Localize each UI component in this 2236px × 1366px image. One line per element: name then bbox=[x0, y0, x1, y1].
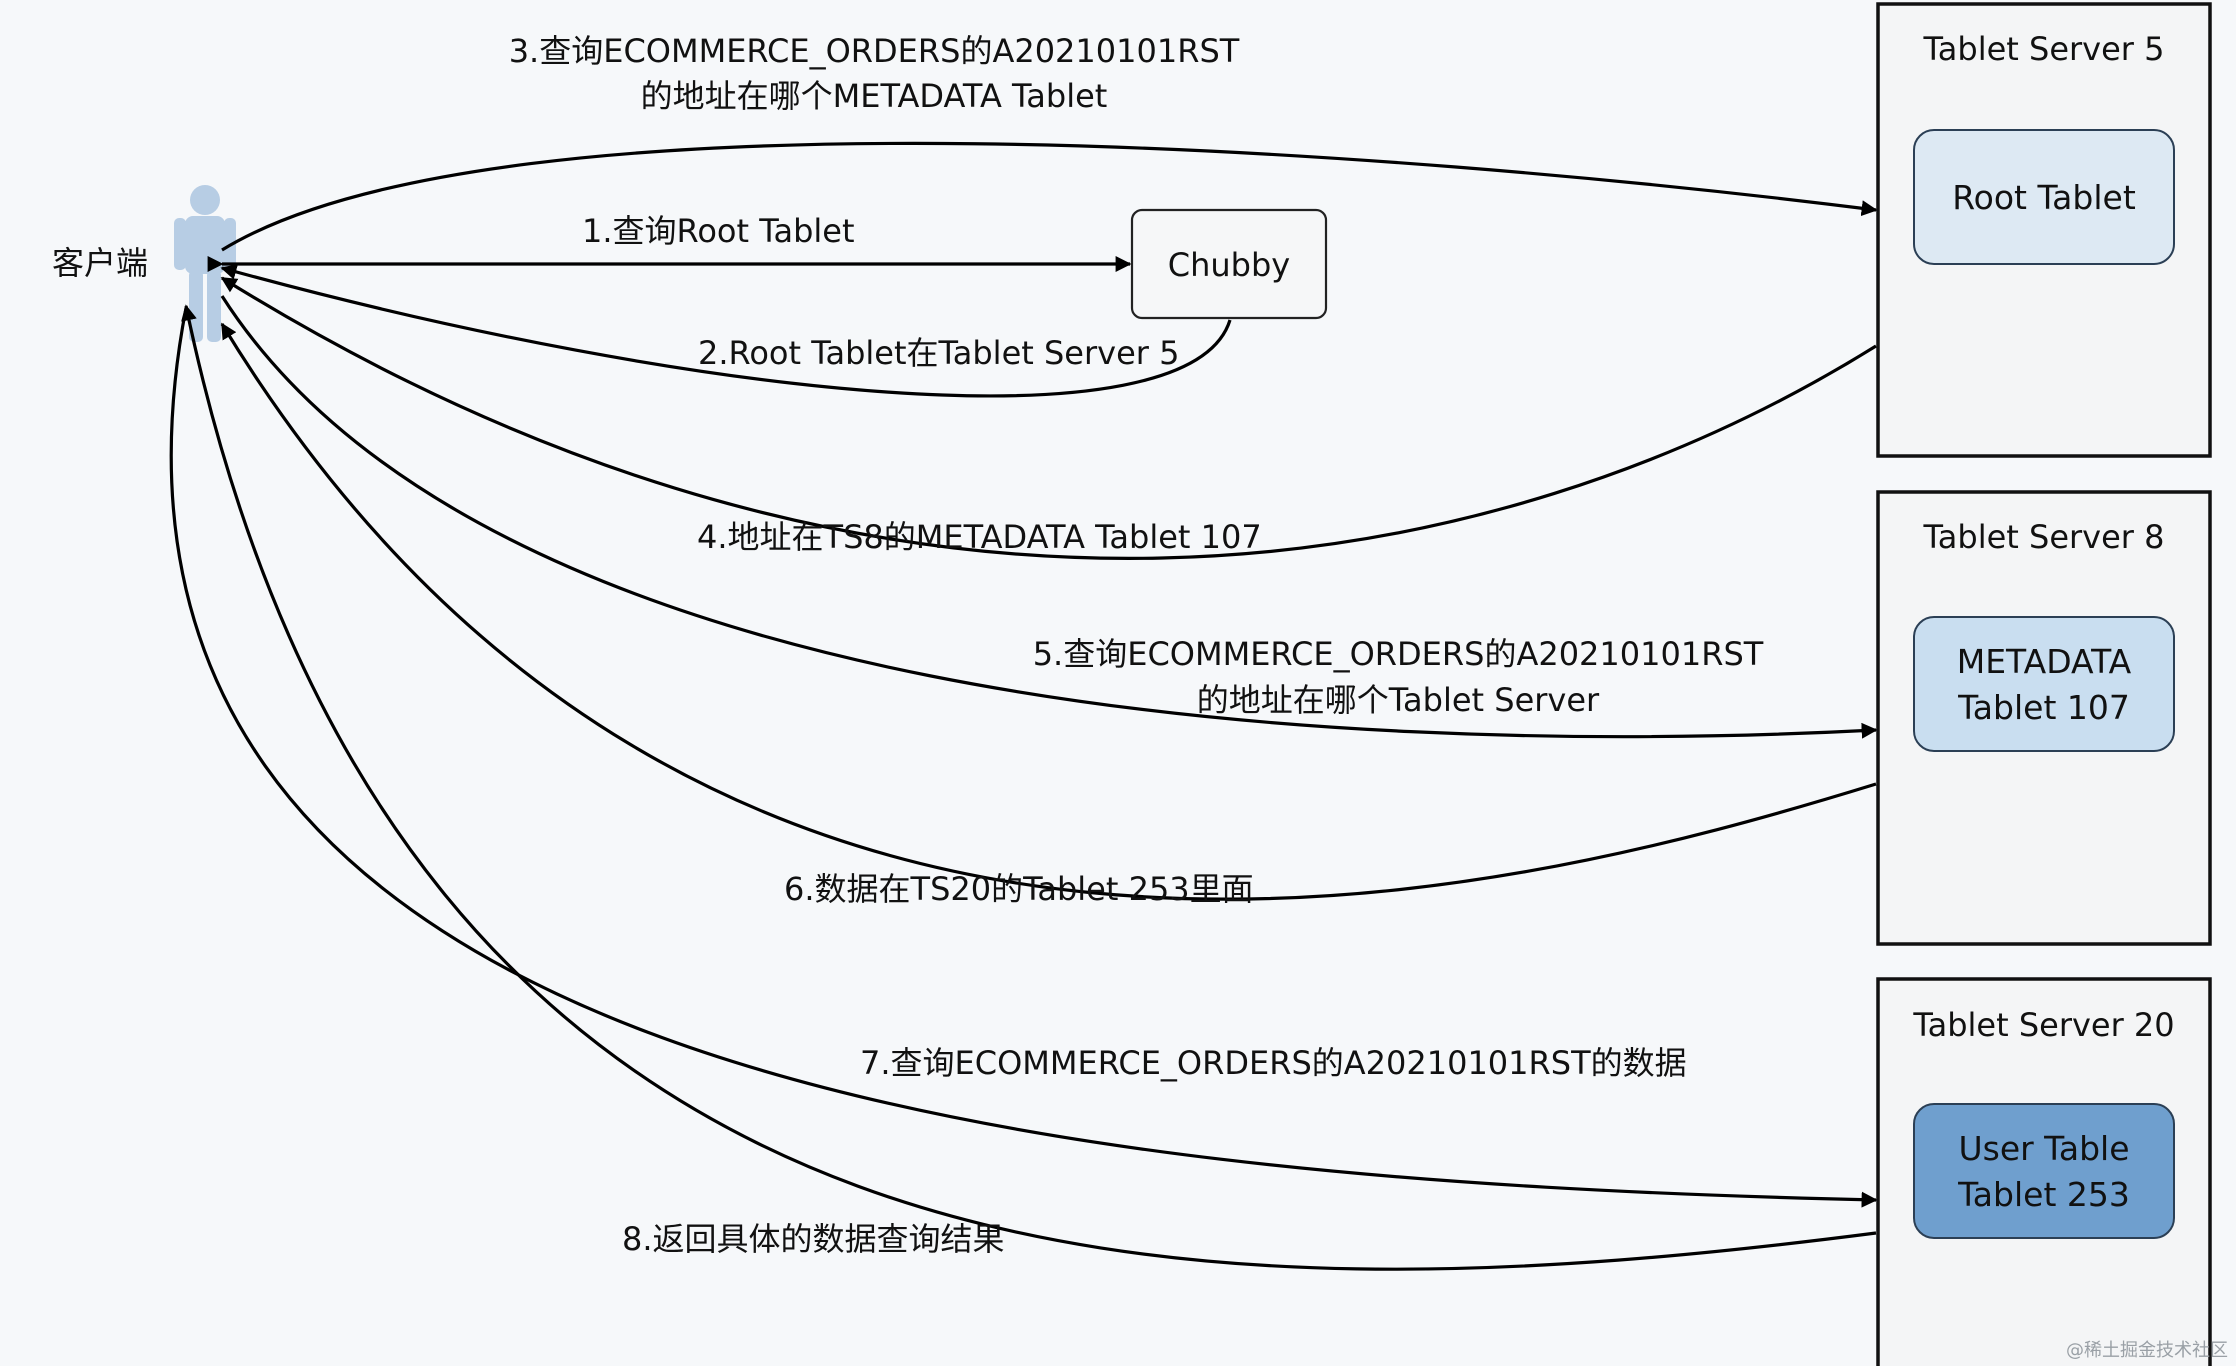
step-labels: 1.查询Root Tablet 2.Root Tablet在Tablet Ser… bbox=[509, 32, 1764, 1258]
user-tablet-line2: Tablet 253 bbox=[1957, 1175, 2130, 1214]
step-3-label-line2: 的地址在哪个METADATA Tablet bbox=[641, 77, 1108, 115]
edge-step-5 bbox=[220, 295, 1878, 739]
step-6-label: 6.数据在TS20的Tablet 253里面 bbox=[784, 870, 1254, 908]
user-tablet-line1: User Table bbox=[1958, 1129, 2129, 1168]
step-3-label-line1: 3.查询ECOMMERCE_ORDERS的A20210101RST bbox=[509, 32, 1240, 70]
metadata-tablet-line1: METADATA bbox=[1957, 642, 2132, 681]
chubby-node: Chubby bbox=[1130, 208, 1328, 320]
edge-step-7 bbox=[169, 307, 1878, 1208]
edge-step-3 bbox=[221, 141, 1878, 252]
tablet-server-5: Tablet Server 5 Root Tablet bbox=[1876, 2, 2212, 458]
tablet-server-8: Tablet Server 8 METADATA Tablet 107 bbox=[1876, 490, 2212, 946]
edge-step-8 bbox=[181, 304, 1877, 1271]
client-label: 客户端 bbox=[52, 244, 148, 282]
edge-step-6 bbox=[220, 322, 1877, 901]
root-tablet-label: Root Tablet bbox=[1952, 178, 2136, 217]
edge-step-4 bbox=[220, 276, 1877, 560]
step-5-label-line2: 的地址在哪个Tablet Server bbox=[1197, 681, 1600, 719]
server-title: Tablet Server 5 bbox=[1923, 30, 2165, 68]
watermark: @稀土掘金技术社区 bbox=[2066, 1340, 2228, 1361]
step-8-label: 8.返回具体的数据查询结果 bbox=[622, 1220, 1005, 1258]
step-4-label: 4.地址在TS8的METADATA Tablet 107 bbox=[697, 518, 1262, 556]
step-1-label: 1.查询Root Tablet bbox=[582, 212, 855, 250]
step-2-label: 2.Root Tablet在Tablet Server 5 bbox=[698, 334, 1179, 372]
edge-step-2 bbox=[220, 264, 1232, 398]
client: 客户端 bbox=[52, 185, 236, 342]
server-title: Tablet Server 20 bbox=[1912, 1006, 2174, 1044]
step-5-label-line1: 5.查询ECOMMERCE_ORDERS的A20210101RST bbox=[1033, 635, 1764, 673]
step-7-label: 7.查询ECOMMERCE_ORDERS的A20210101RST的数据 bbox=[860, 1044, 1687, 1082]
chubby-label: Chubby bbox=[1168, 246, 1290, 284]
server-title: Tablet Server 8 bbox=[1923, 518, 2165, 556]
metadata-tablet-line2: Tablet 107 bbox=[1957, 688, 2130, 727]
tablet-server-20: Tablet Server 20 User Table Tablet 253 bbox=[1876, 977, 2212, 1366]
edges bbox=[169, 141, 1878, 1271]
